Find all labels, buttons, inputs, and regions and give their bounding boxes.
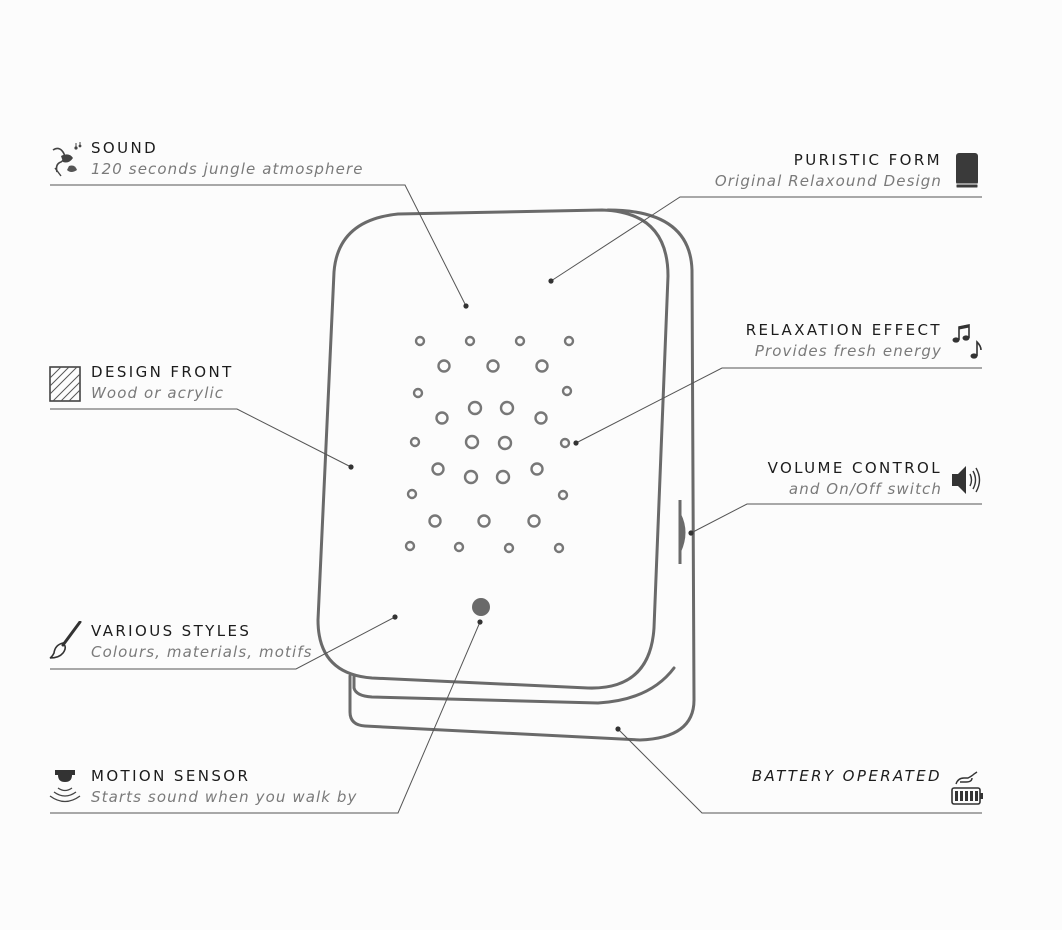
leader-lines [50, 184, 982, 814]
feature-subtitle: Colours, materials, motifs [91, 643, 313, 661]
music-notes-icon [951, 322, 985, 362]
speaker-hole [464, 434, 480, 450]
leader-battery [617, 728, 982, 814]
speaker-hole [404, 540, 416, 552]
speaker-hole [499, 400, 515, 416]
feature-design-front: DESIGN FRONT Wood or acrylic [91, 362, 234, 404]
feature-title: VARIOUS STYLES [91, 622, 252, 640]
feature-puristic-form: PURISTIC FORM Original Relaxound Design [715, 150, 942, 192]
feature-sound: SOUND 120 seconds jungle atmosphere [91, 138, 364, 180]
speaker-hole [435, 411, 449, 425]
speaker-hole [467, 400, 483, 416]
feature-subtitle: Wood or acrylic [91, 384, 225, 402]
leader-various-styles [50, 616, 396, 670]
feature-title: BATTERY OPERATED [751, 767, 942, 785]
feature-relaxation-effect: RELAXATION EFFECT Provides fresh energy [746, 320, 942, 362]
speaker-hole [503, 542, 515, 554]
feature-subtitle: and On/Off switch [788, 480, 942, 498]
leader-puristic-form [550, 196, 982, 282]
motion-sensor-lens [472, 598, 490, 616]
speaker-hole [530, 462, 544, 476]
speaker-hole [535, 359, 549, 373]
speaker-hole [486, 359, 500, 373]
speaker-hole [431, 462, 445, 476]
speaker-hole [514, 335, 526, 347]
motion-sensor-icon [49, 768, 83, 808]
device-back-body [348, 208, 696, 742]
feature-title: RELAXATION EFFECT [745, 321, 942, 339]
speaker-hole [463, 469, 479, 485]
speaker-hole [464, 335, 476, 347]
feature-volume-control: VOLUME CONTROL and On/Off switch [768, 458, 942, 500]
speaker-hole [406, 488, 418, 500]
speaker-hole [557, 489, 569, 501]
speaker-hole [477, 514, 491, 528]
speaker-grille [404, 335, 575, 554]
speaker-hole [559, 437, 571, 449]
speaker-hole [437, 359, 451, 373]
speaker-volume-icon [950, 462, 986, 498]
leader-sound [50, 184, 467, 307]
device-front-panel [316, 208, 670, 690]
speaker-hole [409, 436, 421, 448]
leader-dots [348, 278, 694, 732]
speaker-hole [563, 335, 575, 347]
feature-various-styles: VARIOUS STYLES Colours, materials, motif… [91, 621, 313, 663]
feature-title: DESIGN FRONT [91, 363, 234, 381]
jungle-bird-icon [49, 142, 83, 178]
feature-battery-operated: BATTERY OPERATED [752, 766, 942, 786]
leader-design-front [50, 408, 352, 468]
speaker-hole [527, 514, 541, 528]
speaker-hole [412, 387, 424, 399]
feature-title: MOTION SENSOR [91, 767, 251, 785]
speaker-hole [453, 541, 465, 553]
speaker-hole [534, 411, 548, 425]
leader-volume-control [690, 503, 982, 534]
feature-title: VOLUME CONTROL [767, 459, 942, 477]
volume-switch-knob [681, 514, 686, 552]
feature-subtitle: Provides fresh energy [754, 342, 942, 360]
feature-title: SOUND [91, 139, 159, 157]
paintbrush-icon [49, 620, 83, 659]
hatched-panel-icon [49, 366, 81, 402]
feature-subtitle: 120 seconds jungle atmosphere [91, 160, 364, 178]
device-base-rim [352, 666, 676, 705]
speaker-hole [495, 469, 511, 485]
speaker-hole [414, 335, 426, 347]
feature-subtitle: Starts sound when you walk by [91, 788, 358, 806]
feature-title: PURISTIC FORM [793, 151, 942, 169]
battery-icon [950, 770, 984, 808]
leader-motion-sensor [50, 621, 481, 814]
feature-subtitle: Original Relaxound Design [714, 172, 942, 190]
leader-relaxation-effect [575, 367, 982, 444]
feature-motion-sensor: MOTION SENSOR Starts sound when you walk… [91, 766, 358, 808]
speaker-hole [497, 435, 513, 451]
speaker-hole [561, 385, 573, 397]
speaker-hole [428, 514, 442, 528]
device-silhouette-icon [954, 152, 980, 190]
speaker-hole [553, 542, 565, 554]
